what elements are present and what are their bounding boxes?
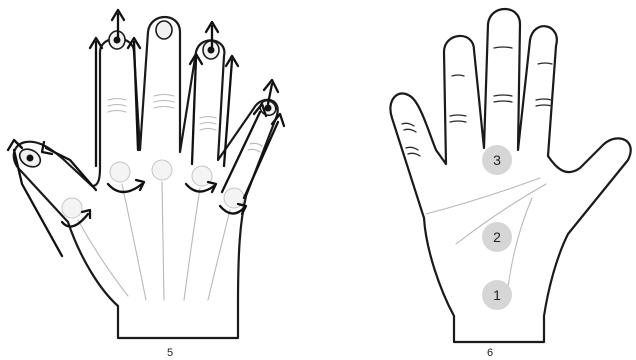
panel-6-palm: 3 2 1 6 (390, 9, 630, 359)
pressure-point-2-label: 2 (493, 229, 501, 245)
middle-nail (156, 21, 172, 39)
panel-6-caption: 6 (487, 347, 493, 359)
panel-5-back-of-hand: 5 (8, 10, 284, 359)
panel-5-caption: 5 (167, 347, 173, 359)
pressure-point-3: 3 (482, 145, 512, 175)
pressure-point-3-label: 3 (493, 152, 501, 168)
pressure-point-1-label: 1 (493, 287, 501, 303)
pressure-point-2: 2 (482, 222, 512, 252)
pressure-point-1: 1 (482, 280, 512, 310)
